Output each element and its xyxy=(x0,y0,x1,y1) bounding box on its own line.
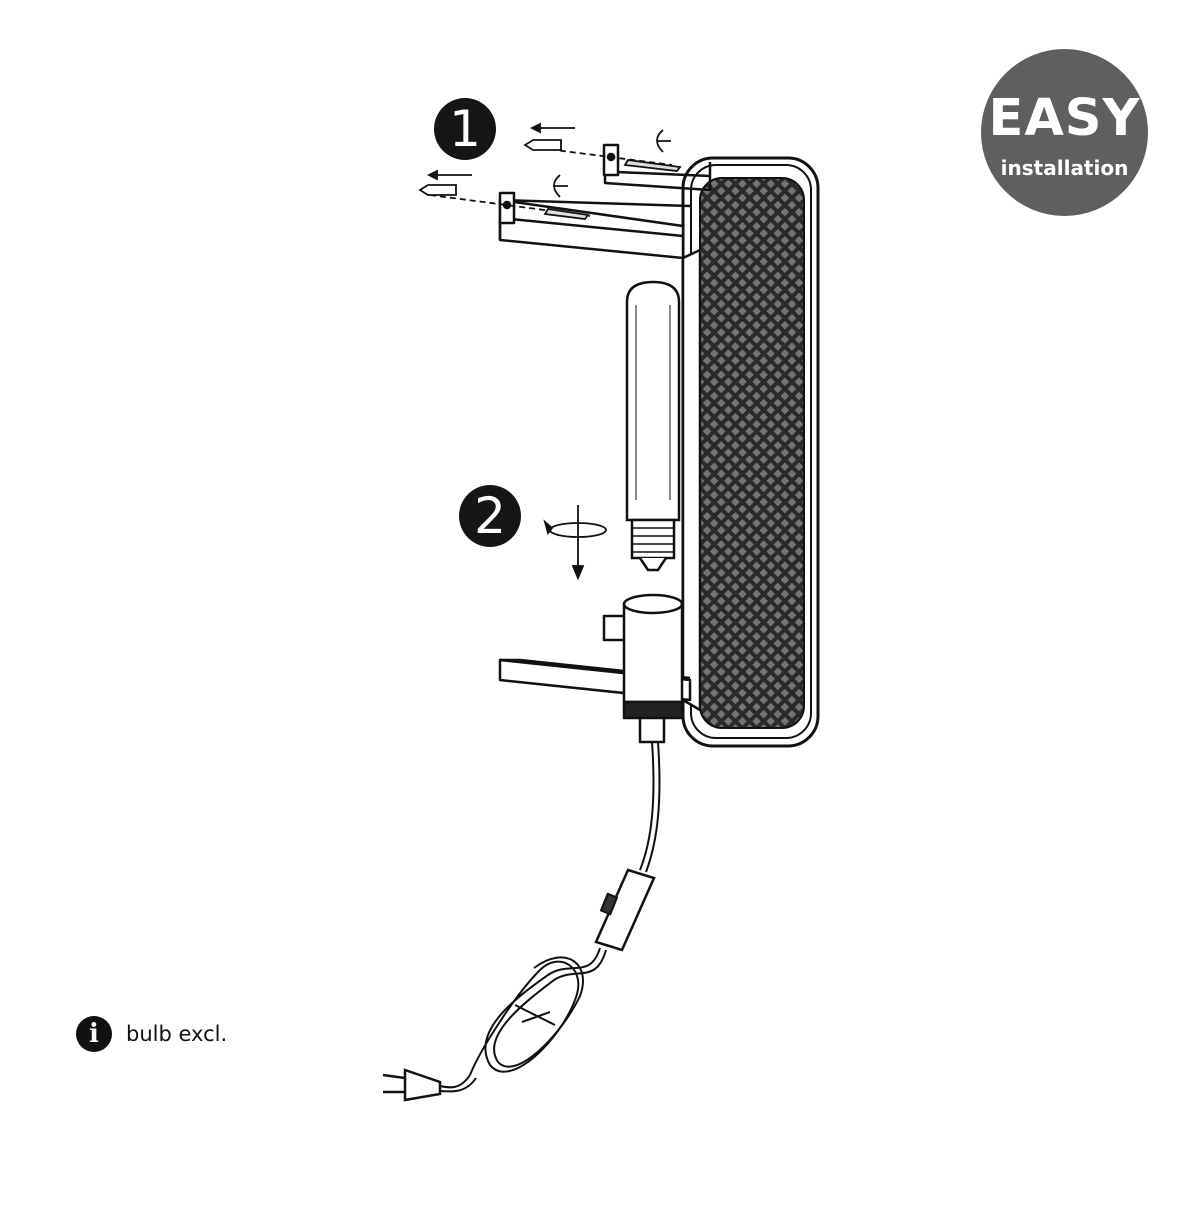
screws-and-plugs xyxy=(418,122,682,220)
badge-subtitle: installation xyxy=(1000,156,1129,180)
step-1-marker: 1 xyxy=(434,98,496,160)
step-2-marker: 2 xyxy=(459,485,521,547)
inline-switch xyxy=(594,868,656,952)
bulb-note-text: bulb excl. xyxy=(126,1022,228,1046)
easy-installation-badge: EASY installation xyxy=(981,49,1148,216)
rotate-down-arrow-icon xyxy=(543,505,607,581)
bulb xyxy=(625,280,681,572)
mesh-panel xyxy=(681,156,820,748)
info-icon: i xyxy=(76,1016,112,1052)
bulb-note: i bulb excl. xyxy=(76,1016,227,1052)
power-cord xyxy=(382,741,661,1102)
badge-title: EASY xyxy=(988,89,1141,148)
bottom-bracket xyxy=(498,593,692,744)
plug xyxy=(382,1068,442,1102)
top-bracket xyxy=(498,143,712,712)
